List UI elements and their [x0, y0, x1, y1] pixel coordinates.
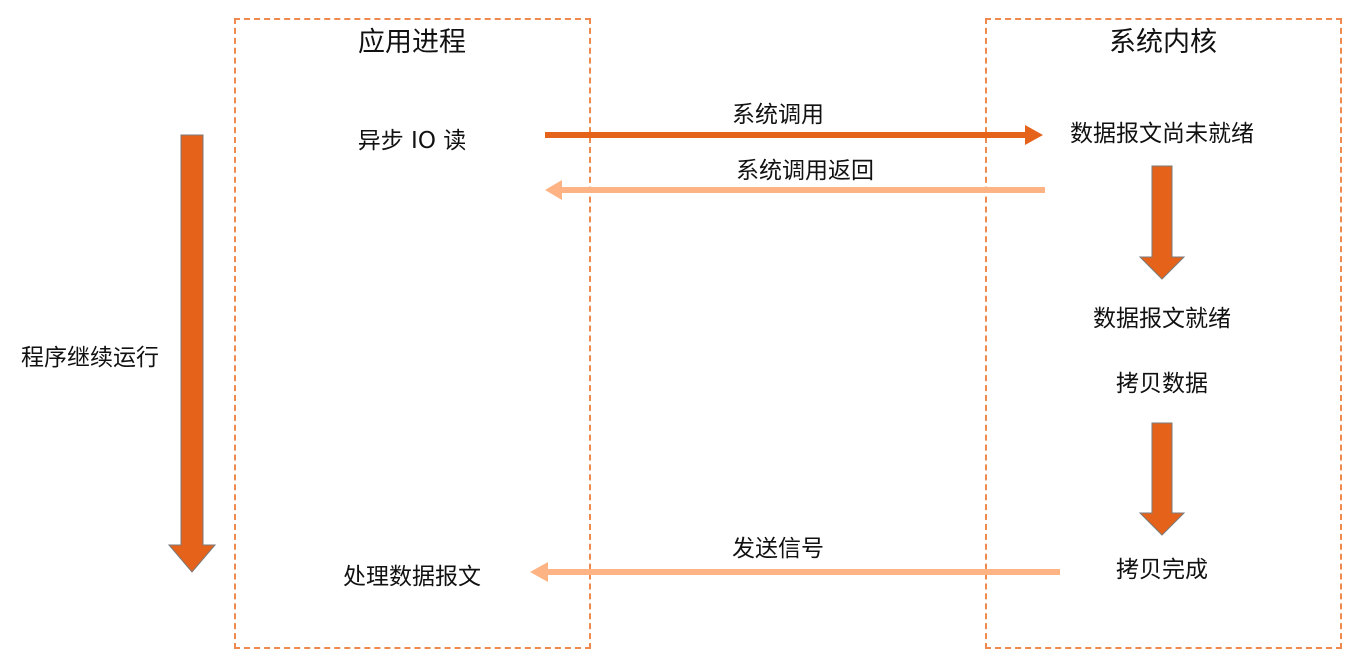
process-data-step: 处理数据报文	[343, 564, 481, 590]
syscall-return-arrow-icon	[545, 180, 1045, 200]
kernel-copy-arrow-icon	[1138, 422, 1186, 536]
kernel-wait-arrow-icon	[1138, 165, 1186, 280]
arrow-down-icon	[167, 134, 217, 573]
data-ready-step: 数据报文就绪	[1093, 306, 1231, 332]
syscall-label: 系统调用	[732, 102, 824, 128]
app-process-lane	[234, 18, 591, 649]
copy-done-step: 拷贝完成	[1116, 557, 1208, 583]
kernel-lane	[985, 18, 1342, 649]
program-continues-label: 程序继续运行	[21, 345, 159, 371]
data-not-ready-step: 数据报文尚未就绪	[1070, 121, 1254, 147]
kernel-lane-title: 系统内核	[1109, 27, 1217, 58]
syscall-return-label: 系统调用返回	[736, 158, 874, 184]
syscall-arrow-icon	[545, 125, 1043, 145]
signal-label: 发送信号	[732, 536, 824, 562]
async-io-read-step: 异步 IO 读	[357, 128, 467, 154]
app-lane-title: 应用进程	[358, 27, 466, 58]
copy-data-step: 拷贝数据	[1116, 371, 1208, 397]
signal-arrow-icon	[530, 562, 1060, 582]
